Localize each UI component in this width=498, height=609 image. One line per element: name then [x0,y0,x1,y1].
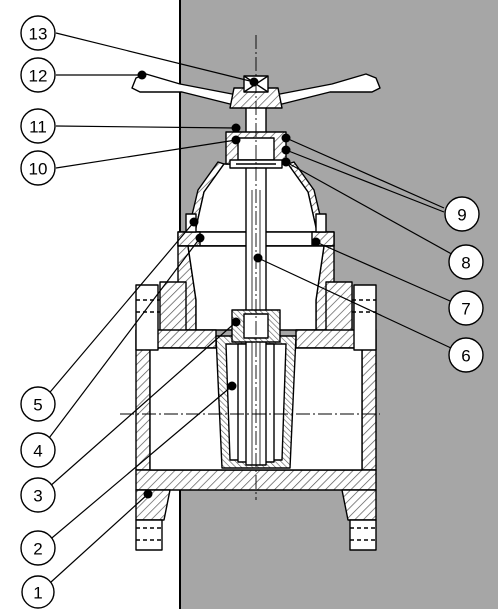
leader-line-7 [315,241,467,309]
callout-dot-11 [231,123,241,133]
leader-line-11 [55,125,237,129]
callout-label-9: 9 [457,206,466,225]
leader-line-6 [257,257,467,356]
leader-line-9a [285,137,445,209]
leader-line-9b [285,149,445,213]
callout-circle-9 [444,196,480,232]
callout-dot-1 [143,489,153,499]
callout-circle-13 [20,15,56,51]
callout-circle-1 [21,575,55,609]
callout-circle-8 [448,244,484,280]
callout-circle-11 [20,108,56,144]
callouts: 13 12 11 10 5 4 3 2 1 9 8 7 6 [20,15,484,609]
callout-dot-9a [281,133,291,143]
callout-label-8: 8 [461,254,470,273]
callout-dot-10 [231,135,241,145]
leader-line-3 [39,321,237,496]
leader-line-2 [39,385,233,549]
leader-line-8 [285,161,467,263]
callout-circle-10 [20,150,56,186]
callout-label-11: 11 [29,118,47,137]
callout-dot-2 [227,381,237,391]
callout-dot-13 [249,77,259,87]
valve-drawing [120,35,381,551]
callout-dot-6 [253,253,263,263]
callout-circle-5 [20,386,56,422]
callout-label-4: 4 [33,442,42,461]
leader-line-13 [55,32,255,83]
leader-line-1 [39,493,149,593]
callout-label-5: 5 [33,396,42,415]
callout-label-3: 3 [33,487,42,506]
callout-label-1: 1 [33,584,42,603]
callout-label-6: 6 [461,347,470,366]
callout-dot-8 [281,157,291,167]
callout-circle-6 [448,337,484,373]
callout-label-12: 12 [29,67,48,86]
callout-dot-9b [281,145,291,155]
leader-line-5 [39,221,195,405]
callout-circle-7 [448,290,484,326]
callout-label-7: 7 [461,300,470,319]
callout-circle-2 [20,530,56,566]
callout-dot-12 [137,70,147,80]
callout-dot-7 [311,237,321,247]
callout-label-13: 13 [29,25,48,44]
callout-dot-5 [189,217,199,227]
leader-line-4 [39,237,201,451]
callout-label-10: 10 [29,160,48,179]
callout-dot-3 [231,317,241,327]
callout-circle-4 [20,432,56,468]
callout-circle-12 [20,57,56,93]
callout-label-2: 2 [33,540,42,559]
leader-line-10 [55,139,237,169]
callout-circle-3 [20,477,56,513]
callout-dot-4 [195,233,205,243]
